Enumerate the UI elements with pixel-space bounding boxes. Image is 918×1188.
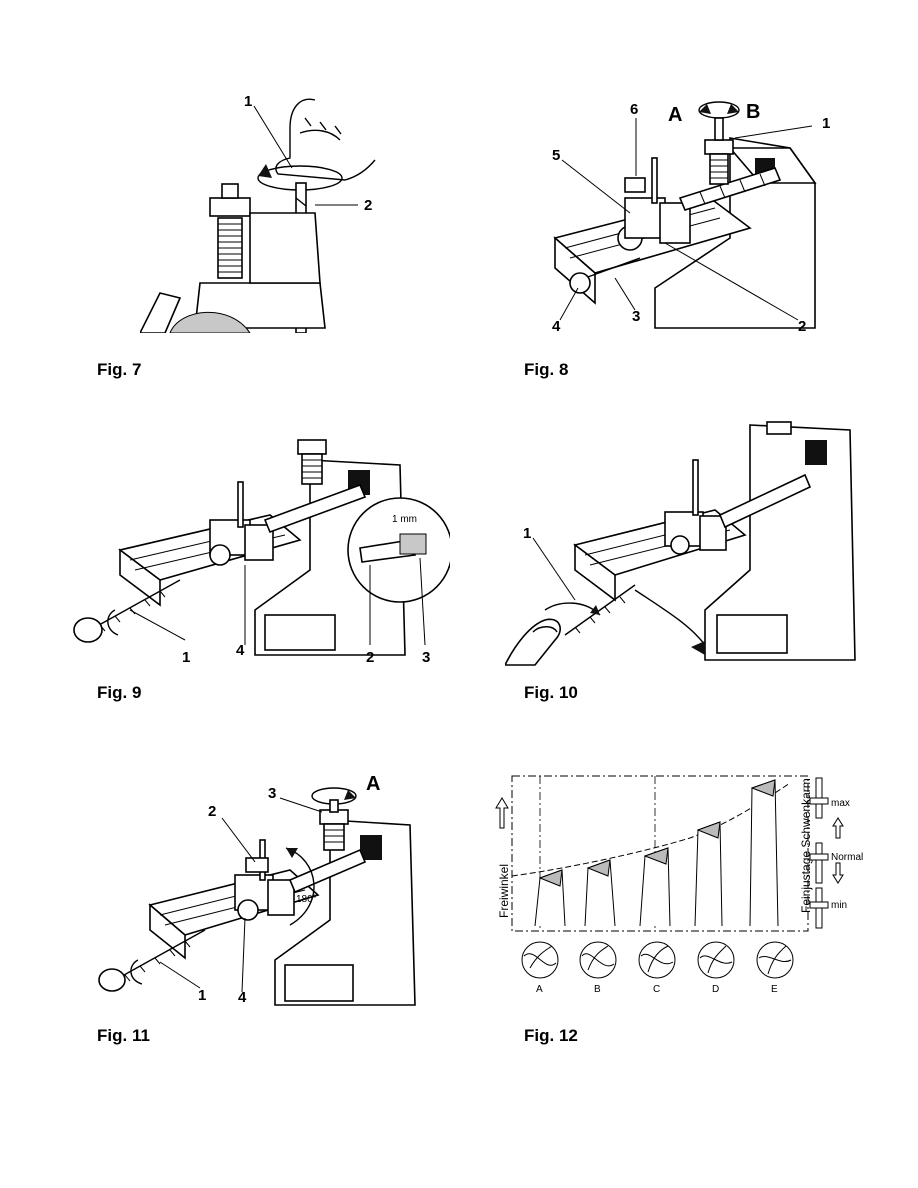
- fig12-section-b: B: [594, 984, 601, 995]
- fig8-arrow-label-a: A: [668, 104, 682, 126]
- fig12-section-a: A: [536, 984, 543, 995]
- fig9-callout-3: 3: [422, 649, 430, 666]
- fig12-section-e: E: [771, 984, 778, 995]
- figure-10-illustration: 1: [505, 421, 856, 666]
- fig8-callout-6: 6: [630, 101, 638, 118]
- figure-8-illustration: 6 5 1 4 3 2 A B: [552, 101, 830, 335]
- figure-9-illustration: 1 mm 1 4 2 3: [73, 439, 450, 666]
- fig7-callout-2: 2: [364, 197, 372, 214]
- fig12-level-min: min: [831, 900, 847, 911]
- fig12-section-d: D: [712, 984, 719, 995]
- fig11-callout-4: 4: [238, 989, 247, 1006]
- figure-7-illustration: 1 2: [140, 93, 376, 333]
- fig11-callout-1: 1: [198, 987, 206, 1004]
- fig11-callout-3: 3: [268, 785, 276, 802]
- fig8-callout-2: 2: [798, 318, 806, 335]
- fig11-callout-2: 2: [208, 803, 216, 820]
- fig8-callout-4: 4: [552, 318, 561, 335]
- fig8-callout-5: 5: [552, 147, 560, 164]
- fig12-y-label: Freiwinkel: [497, 864, 511, 918]
- fig9-callout-2: 2: [366, 649, 374, 666]
- fig8-arrow-label-b: B: [746, 101, 760, 123]
- fig11-caption: Fig. 11: [97, 1026, 150, 1045]
- fig8-callout-1: 1: [822, 115, 830, 132]
- fig9-detail-text: 1 mm: [392, 514, 417, 525]
- figure-11-illustration: 180° 2 3 1 4 A: [98, 773, 416, 1006]
- figure-12-illustration: Freiwinkel Feinjustage Schwenkarm max No…: [495, 775, 863, 995]
- fig12-level-max: max: [831, 798, 850, 809]
- fig8-callout-3: 3: [632, 308, 640, 325]
- fig7-callout-1: 1: [244, 93, 252, 110]
- fig12-level-normal: Normal: [831, 852, 863, 863]
- fig10-callout-1: 1: [523, 525, 531, 542]
- fig12-section-c: C: [653, 984, 660, 995]
- fig7-caption: Fig. 7: [97, 360, 142, 379]
- fig9-caption: Fig. 9: [97, 683, 142, 702]
- fig9-callout-1: 1: [182, 649, 190, 666]
- fig12-side-label: Feinjustage Schwenkarm: [799, 778, 813, 913]
- fig11-arrow-label-a: A: [366, 773, 380, 795]
- fig11-angle-text: 180°: [296, 894, 317, 905]
- fig9-callout-4: 4: [236, 642, 245, 659]
- fig8-caption: Fig. 8: [524, 360, 569, 379]
- fig10-caption: Fig. 10: [524, 683, 578, 702]
- fig12-caption: Fig. 12: [524, 1026, 578, 1045]
